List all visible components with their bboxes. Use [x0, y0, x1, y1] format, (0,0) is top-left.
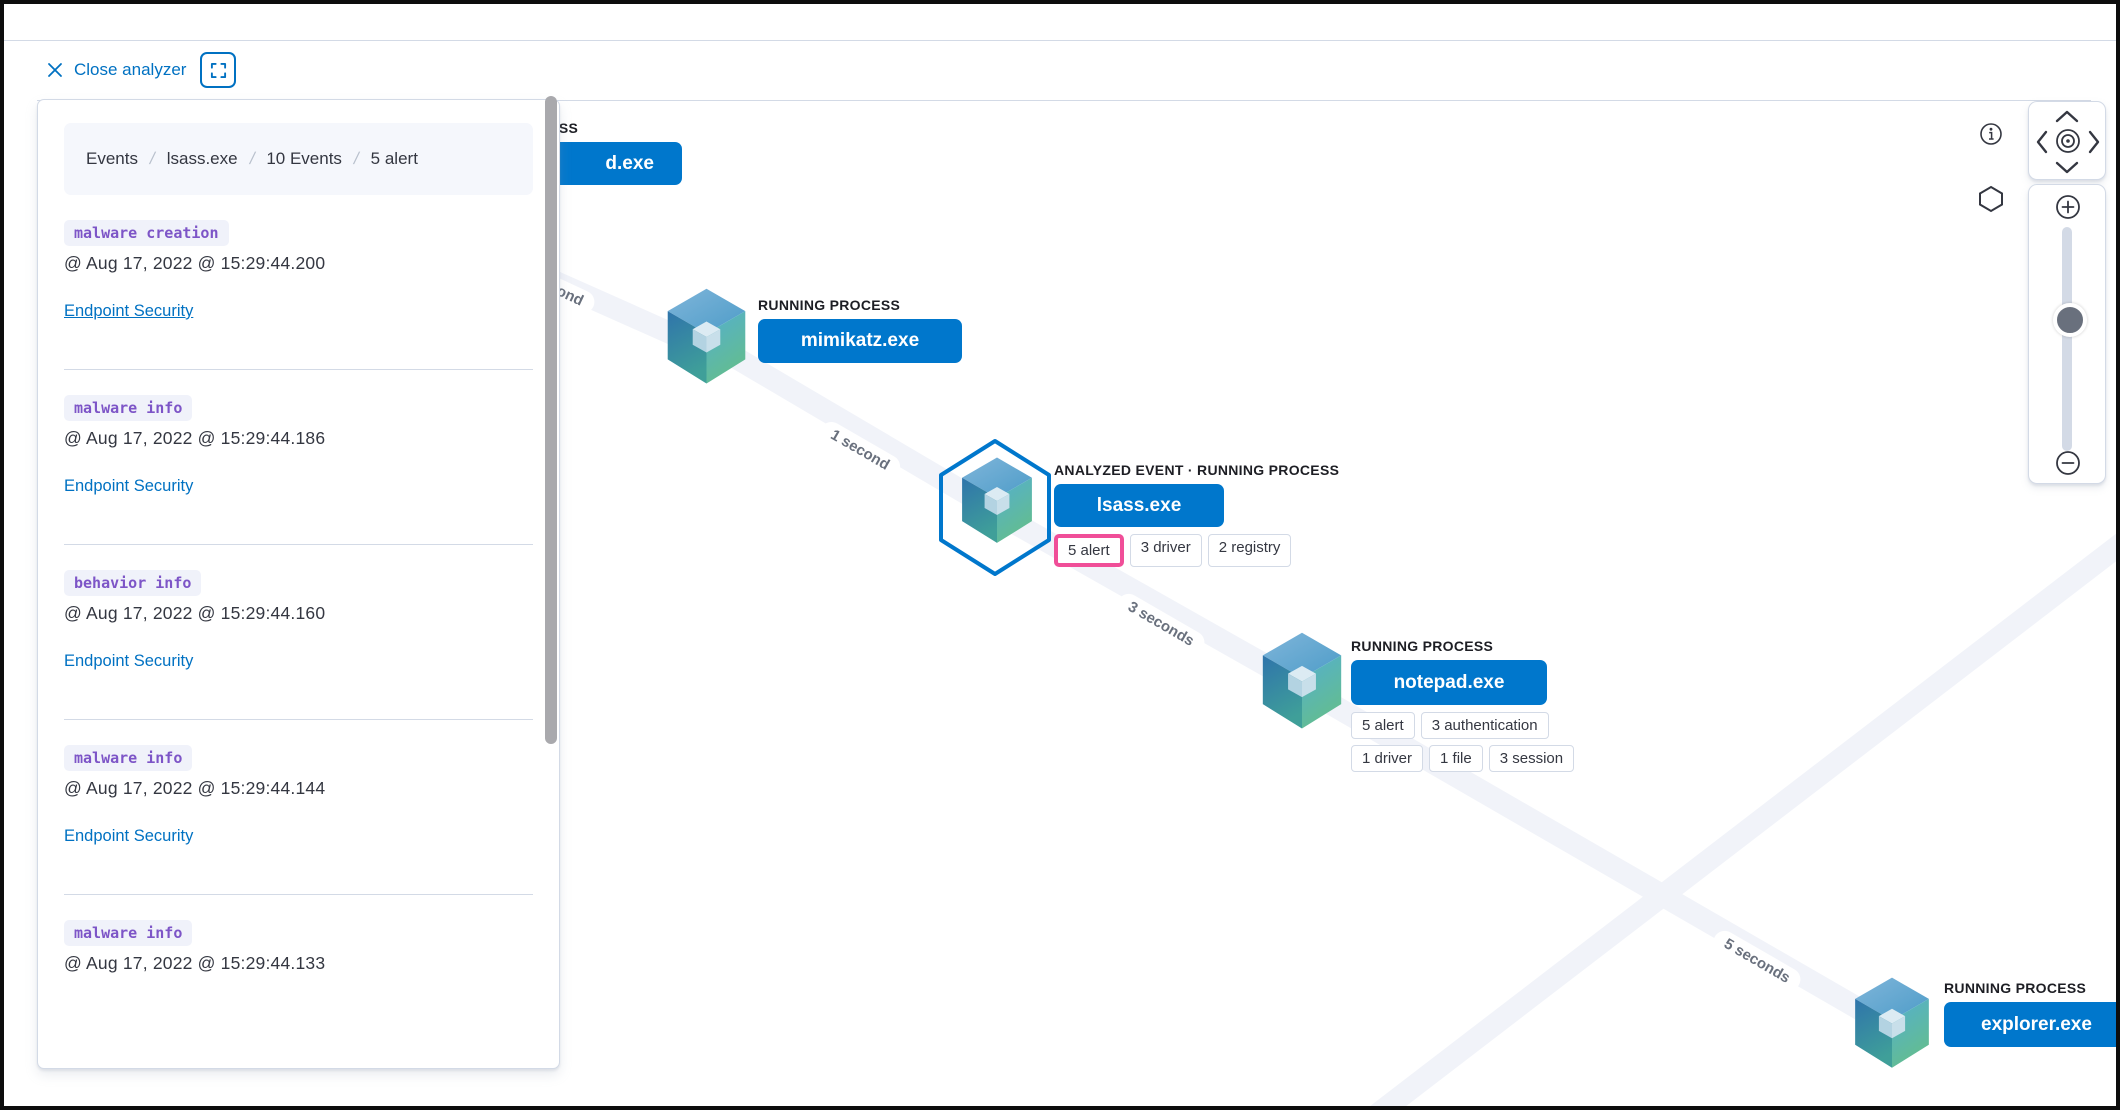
- close-analyzer-label: Close analyzer: [74, 60, 187, 79]
- event-badge-authentication[interactable]: 3 authentication: [1420, 712, 1549, 739]
- target-icon: [2056, 129, 2080, 153]
- breadcrumb-events[interactable]: Events: [86, 149, 138, 168]
- event-category-badge: malware info: [64, 920, 193, 946]
- event-category-badge: malware info: [64, 395, 193, 421]
- event-list-item: malware info @ Aug 17, 2022 @ 15:29:44.1…: [64, 370, 533, 545]
- event-list-item: malware info @ Aug 17, 2022 @ 15:29:44.1…: [64, 720, 533, 895]
- event-divider: [64, 719, 533, 720]
- analyzed-event-hexagon: [937, 438, 1053, 582]
- zoom-control: [2028, 184, 2106, 484]
- process-button-mimikatz[interactable]: mimikatz.exe: [758, 319, 962, 363]
- top-divider: [4, 40, 2116, 41]
- schema-info-button[interactable]: [1978, 121, 2004, 147]
- breadcrumb: Events / lsass.exe / 10 Events / 5 alert: [64, 123, 533, 195]
- breadcrumb-process[interactable]: lsass.exe: [166, 149, 238, 168]
- event-timestamp: @ Aug 17, 2022 @ 15:29:44.186: [64, 428, 326, 448]
- zoom-slider-thumb[interactable]: [2053, 303, 2087, 337]
- node-type-label: RUNNING PROCESS: [1944, 980, 2087, 996]
- event-category-badge: malware info: [64, 745, 193, 771]
- event-badge-alert[interactable]: 5 alert: [1351, 712, 1415, 739]
- event-list-item: behavior info @ Aug 17, 2022 @ 15:29:44.…: [64, 545, 533, 720]
- event-badge-alert[interactable]: 5 alert: [1054, 534, 1124, 567]
- fullscreen-button[interactable]: [200, 52, 237, 88]
- event-badge-session[interactable]: 3 session: [1488, 745, 1575, 772]
- event-badge-driver[interactable]: 1 driver: [1351, 745, 1424, 772]
- info-icon: [1980, 123, 2002, 145]
- node-explorer: RUNNING PROCESS explorer.exe: [1944, 980, 2116, 1047]
- event-timestamp: @ Aug 17, 2022 @ 15:29:44.144: [64, 778, 326, 798]
- event-badge-file[interactable]: 1 file: [1429, 745, 1483, 772]
- event-source-link[interactable]: Endpoint Security: [64, 477, 194, 495]
- pan-left-button[interactable]: [2032, 129, 2052, 155]
- zoom-out-button[interactable]: [2054, 449, 2082, 477]
- pan-control: [2028, 101, 2106, 180]
- node-type-label: ANALYZED EVENT · RUNNING PROCESS: [1054, 462, 1340, 478]
- zoom-slider-track[interactable]: [2062, 227, 2072, 451]
- close-icon: [48, 63, 62, 77]
- nodes-legend-button[interactable]: [1976, 184, 2006, 214]
- fullscreen-icon: [210, 62, 227, 78]
- events-panel: Events / lsass.exe / 10 Events / 5 alert…: [37, 99, 560, 1069]
- node-type-label: RUNNING PROCESS: [1351, 638, 1494, 654]
- pan-right-button[interactable]: [2084, 129, 2104, 155]
- event-timestamp: @ Aug 17, 2022 @ 15:29:44.200: [64, 253, 326, 273]
- node-lsass: ANALYZED EVENT · RUNNING PROCESS lsass.e…: [1054, 462, 1339, 567]
- event-category-badge: malware creation: [64, 220, 229, 246]
- analyzer-top-border: [37, 100, 2091, 101]
- event-divider: [64, 544, 533, 545]
- process-button-explorer[interactable]: explorer.exe: [1944, 1002, 2116, 1047]
- event-list-item: malware info @ Aug 17, 2022 @ 15:29:44.1…: [64, 895, 533, 974]
- zoom-in-button[interactable]: [2054, 193, 2082, 221]
- event-source-link[interactable]: Endpoint Security: [64, 302, 194, 320]
- close-analyzer-button[interactable]: Close analyzer: [46, 60, 186, 80]
- event-source-link[interactable]: Endpoint Security: [64, 827, 194, 845]
- node-mimikatz: RUNNING PROCESS mimikatz.exe: [758, 297, 962, 363]
- node-type-label: RUNNING PROCESS: [758, 297, 901, 313]
- event-badge-registry[interactable]: 2 registry: [1207, 534, 1292, 567]
- hexagon-icon: [1979, 185, 2003, 213]
- event-timestamp: @ Aug 17, 2022 @ 15:29:44.133: [64, 953, 326, 973]
- chevron-up-icon: [2055, 110, 2079, 122]
- event-list-item: malware creation @ Aug 17, 2022 @ 15:29:…: [64, 195, 533, 370]
- panel-scrollbar[interactable]: [545, 96, 557, 744]
- breadcrumb-category: 5 alert: [370, 149, 418, 168]
- chevron-left-icon: [2036, 130, 2048, 154]
- node-notepad: RUNNING PROCESS notepad.exe 5 alert 3 au…: [1351, 638, 1601, 772]
- process-button-notepad[interactable]: notepad.exe: [1351, 660, 1547, 705]
- chevron-down-icon: [2055, 161, 2079, 173]
- center-camera-button[interactable]: [2054, 127, 2082, 155]
- process-cube-icon[interactable]: [1851, 976, 1933, 1076]
- process-button-lsass[interactable]: lsass.exe: [1054, 484, 1224, 527]
- breadcrumb-separator: /: [352, 149, 361, 168]
- analyzer-header: Close analyzer: [46, 52, 237, 88]
- process-cube-icon[interactable]: [1258, 631, 1346, 737]
- pan-down-button[interactable]: [2052, 157, 2082, 177]
- event-category-badge: behavior info: [64, 570, 202, 596]
- event-divider: [64, 369, 533, 370]
- pan-up-button[interactable]: [2052, 106, 2082, 126]
- process-cube-icon[interactable]: [663, 287, 750, 392]
- event-source-link[interactable]: Endpoint Security: [64, 652, 194, 670]
- minus-icon: [2056, 451, 2080, 475]
- process-cube-icon[interactable]: [958, 456, 1036, 551]
- breadcrumb-separator: /: [247, 149, 257, 168]
- breadcrumb-separator: /: [148, 149, 157, 168]
- event-timestamp: @ Aug 17, 2022 @ 15:29:44.160: [64, 603, 326, 623]
- process-graph: 1 second 1 second 3 seconds 5 seconds RU…: [4, 4, 2116, 1106]
- event-badge-driver[interactable]: 3 driver: [1129, 534, 1202, 567]
- chevron-right-icon: [2088, 130, 2100, 154]
- plus-icon: [2056, 195, 2080, 219]
- breadcrumb-event-count[interactable]: 10 Events: [266, 149, 342, 168]
- event-divider: [64, 894, 533, 895]
